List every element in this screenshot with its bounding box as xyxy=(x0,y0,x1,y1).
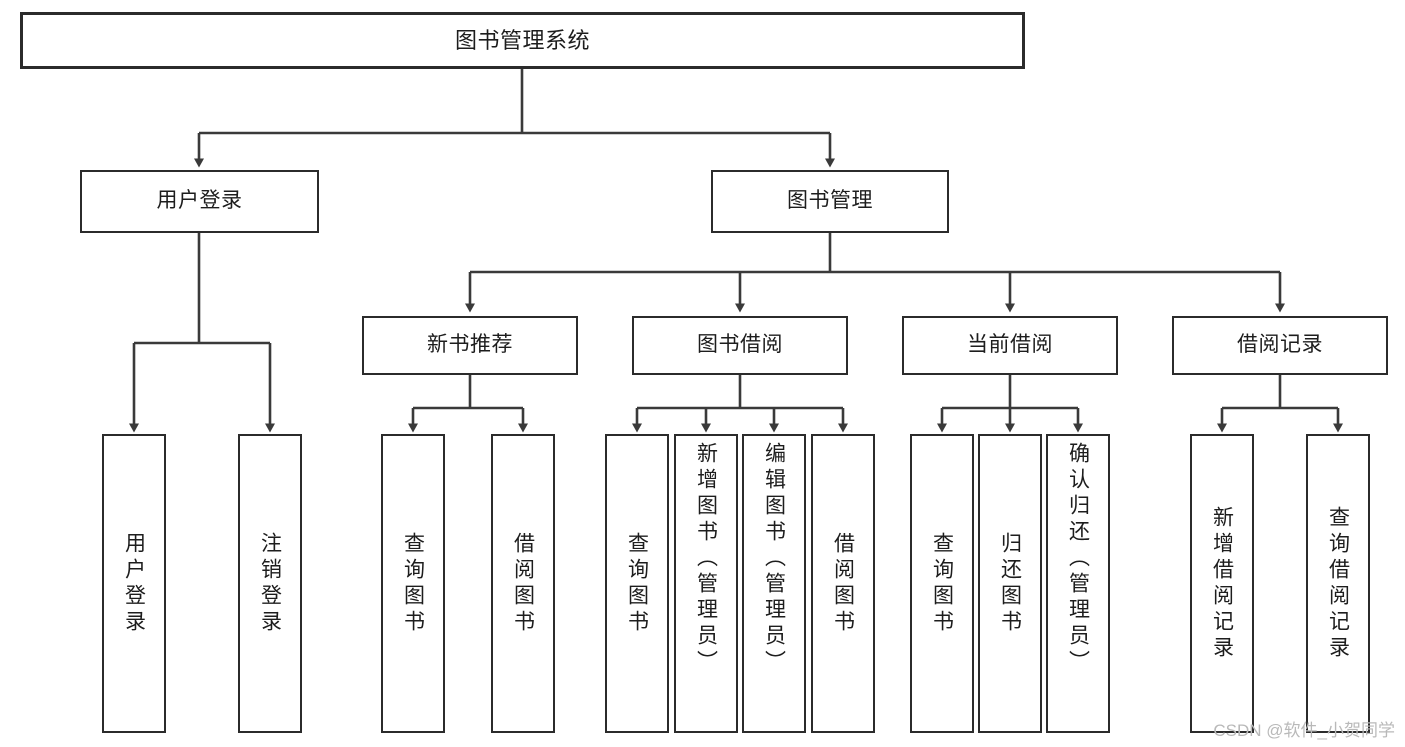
leaf-edit-book-label: 编辑图书（管理员） xyxy=(762,442,786,676)
leaf-user-login[interactable]: 用户登录 xyxy=(102,434,166,733)
node-root[interactable]: 图书管理系统 xyxy=(20,12,1025,69)
leaf-add-book[interactable]: 新增图书（管理员） xyxy=(674,434,738,733)
leaf-borrow-book-2[interactable]: 借阅图书 xyxy=(811,434,875,733)
node-current-borrow[interactable]: 当前借阅 xyxy=(902,316,1118,375)
leaf-return-book[interactable]: 归还图书 xyxy=(978,434,1042,733)
leaf-edit-book[interactable]: 编辑图书（管理员） xyxy=(742,434,806,733)
node-borrow-record[interactable]: 借阅记录 xyxy=(1172,316,1388,375)
leaf-borrow-book-1-label: 借阅图书 xyxy=(511,531,535,636)
leaf-query-book-3[interactable]: 查询图书 xyxy=(910,434,974,733)
leaf-query-record[interactable]: 查询借阅记录 xyxy=(1306,434,1370,733)
node-user-login-label: 用户登录 xyxy=(156,189,243,213)
node-book-borrow[interactable]: 图书借阅 xyxy=(632,316,848,375)
node-book-manage[interactable]: 图书管理 xyxy=(711,170,949,233)
leaf-add-book-label: 新增图书（管理员） xyxy=(694,442,718,676)
leaf-confirm-return-label: 确认归还（管理员） xyxy=(1066,442,1090,676)
leaf-add-record-label: 新增借阅记录 xyxy=(1210,505,1234,662)
node-user-login[interactable]: 用户登录 xyxy=(80,170,319,233)
node-book-manage-label: 图书管理 xyxy=(787,189,873,213)
leaf-user-login-label: 用户登录 xyxy=(122,531,146,636)
leaf-borrow-book-1[interactable]: 借阅图书 xyxy=(491,434,555,733)
leaf-query-book-2[interactable]: 查询图书 xyxy=(605,434,669,733)
leaf-confirm-return[interactable]: 确认归还（管理员） xyxy=(1046,434,1110,733)
leaf-borrow-book-2-label: 借阅图书 xyxy=(831,531,855,636)
leaf-query-book-2-label: 查询图书 xyxy=(625,531,649,636)
node-root-label: 图书管理系统 xyxy=(454,27,590,53)
leaf-query-book-1[interactable]: 查询图书 xyxy=(381,434,445,733)
leaf-query-record-label: 查询借阅记录 xyxy=(1326,505,1350,662)
leaf-logout-label: 注销登录 xyxy=(258,531,282,636)
node-book-borrow-label: 图书借阅 xyxy=(697,333,783,357)
node-new-book-recommend[interactable]: 新书推荐 xyxy=(362,316,578,375)
leaf-query-book-3-label: 查询图书 xyxy=(930,531,954,636)
leaf-add-record[interactable]: 新增借阅记录 xyxy=(1190,434,1254,733)
node-current-borrow-label: 当前借阅 xyxy=(967,333,1053,357)
node-borrow-record-label: 借阅记录 xyxy=(1237,333,1323,357)
node-new-book-recommend-label: 新书推荐 xyxy=(427,333,513,357)
leaf-logout[interactable]: 注销登录 xyxy=(238,434,302,733)
leaf-return-book-label: 归还图书 xyxy=(998,531,1022,636)
leaf-query-book-1-label: 查询图书 xyxy=(401,531,425,636)
